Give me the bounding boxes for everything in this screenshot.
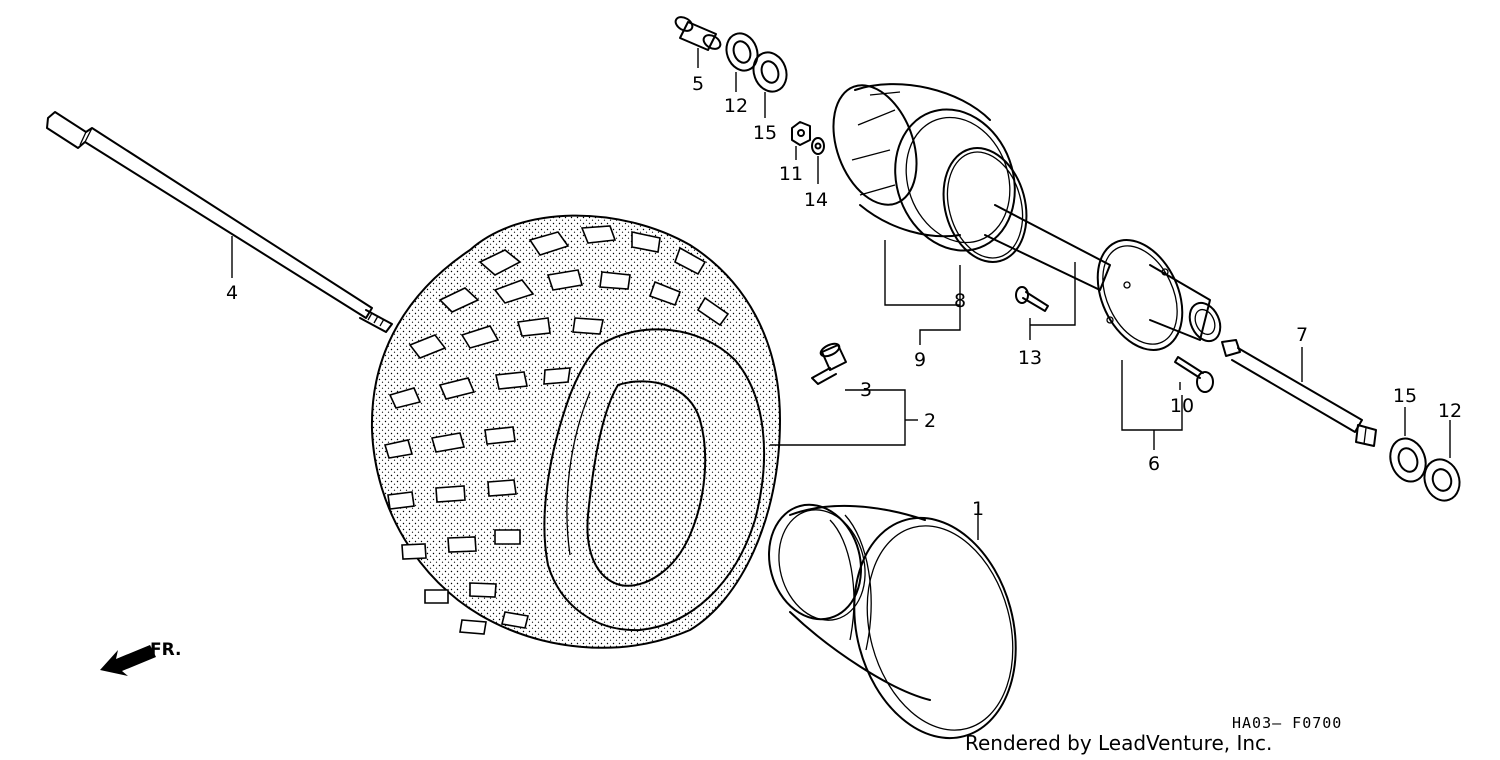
shaft-drawing	[1221, 339, 1377, 447]
credit-text: Rendered by LeadVenture, Inc.	[965, 731, 1272, 755]
callout-12-top: 12	[724, 95, 748, 117]
callout-10: 10	[1170, 395, 1194, 417]
leader-lines	[231, 48, 1451, 540]
callout-2: 2	[924, 410, 936, 432]
callout-4: 4	[226, 282, 238, 304]
callout-1: 1	[972, 498, 984, 520]
brake-drum-drawing	[832, 83, 1016, 252]
callout-14: 14	[804, 189, 828, 211]
bearing-seal-right-drawing	[1389, 437, 1461, 502]
callout-15-top: 15	[753, 122, 777, 144]
front-direction-arrow-icon: FR.	[100, 640, 181, 676]
figure-code: HA03– F0700	[1232, 714, 1342, 732]
bolt-drawings	[1015, 286, 1214, 393]
callout-15-right: 15	[1393, 385, 1417, 407]
callout-9: 9	[914, 349, 926, 371]
front-direction-label: FR.	[150, 640, 181, 660]
tire-tread-lugs	[383, 225, 730, 635]
callout-3: 3	[860, 379, 872, 401]
tire-drawing	[370, 214, 781, 649]
o-ring-drawing	[942, 147, 1028, 263]
callout-5: 5	[692, 73, 704, 95]
callout-7: 7	[1296, 324, 1308, 346]
bearing-seal-top-drawing	[725, 32, 788, 93]
callout-11: 11	[779, 163, 803, 185]
axle-shaft-drawing	[46, 111, 393, 333]
collar-drawing	[674, 16, 722, 51]
valve-stem-drawing	[811, 342, 847, 385]
callout-8: 8	[954, 290, 966, 312]
callout-6: 6	[1148, 453, 1160, 475]
nut-washer-drawing	[791, 121, 825, 155]
hub-drawing	[984, 204, 1222, 351]
callout-13: 13	[1018, 347, 1042, 369]
wheel-rim-drawing	[768, 503, 1017, 740]
callout-12-right: 12	[1438, 400, 1462, 422]
